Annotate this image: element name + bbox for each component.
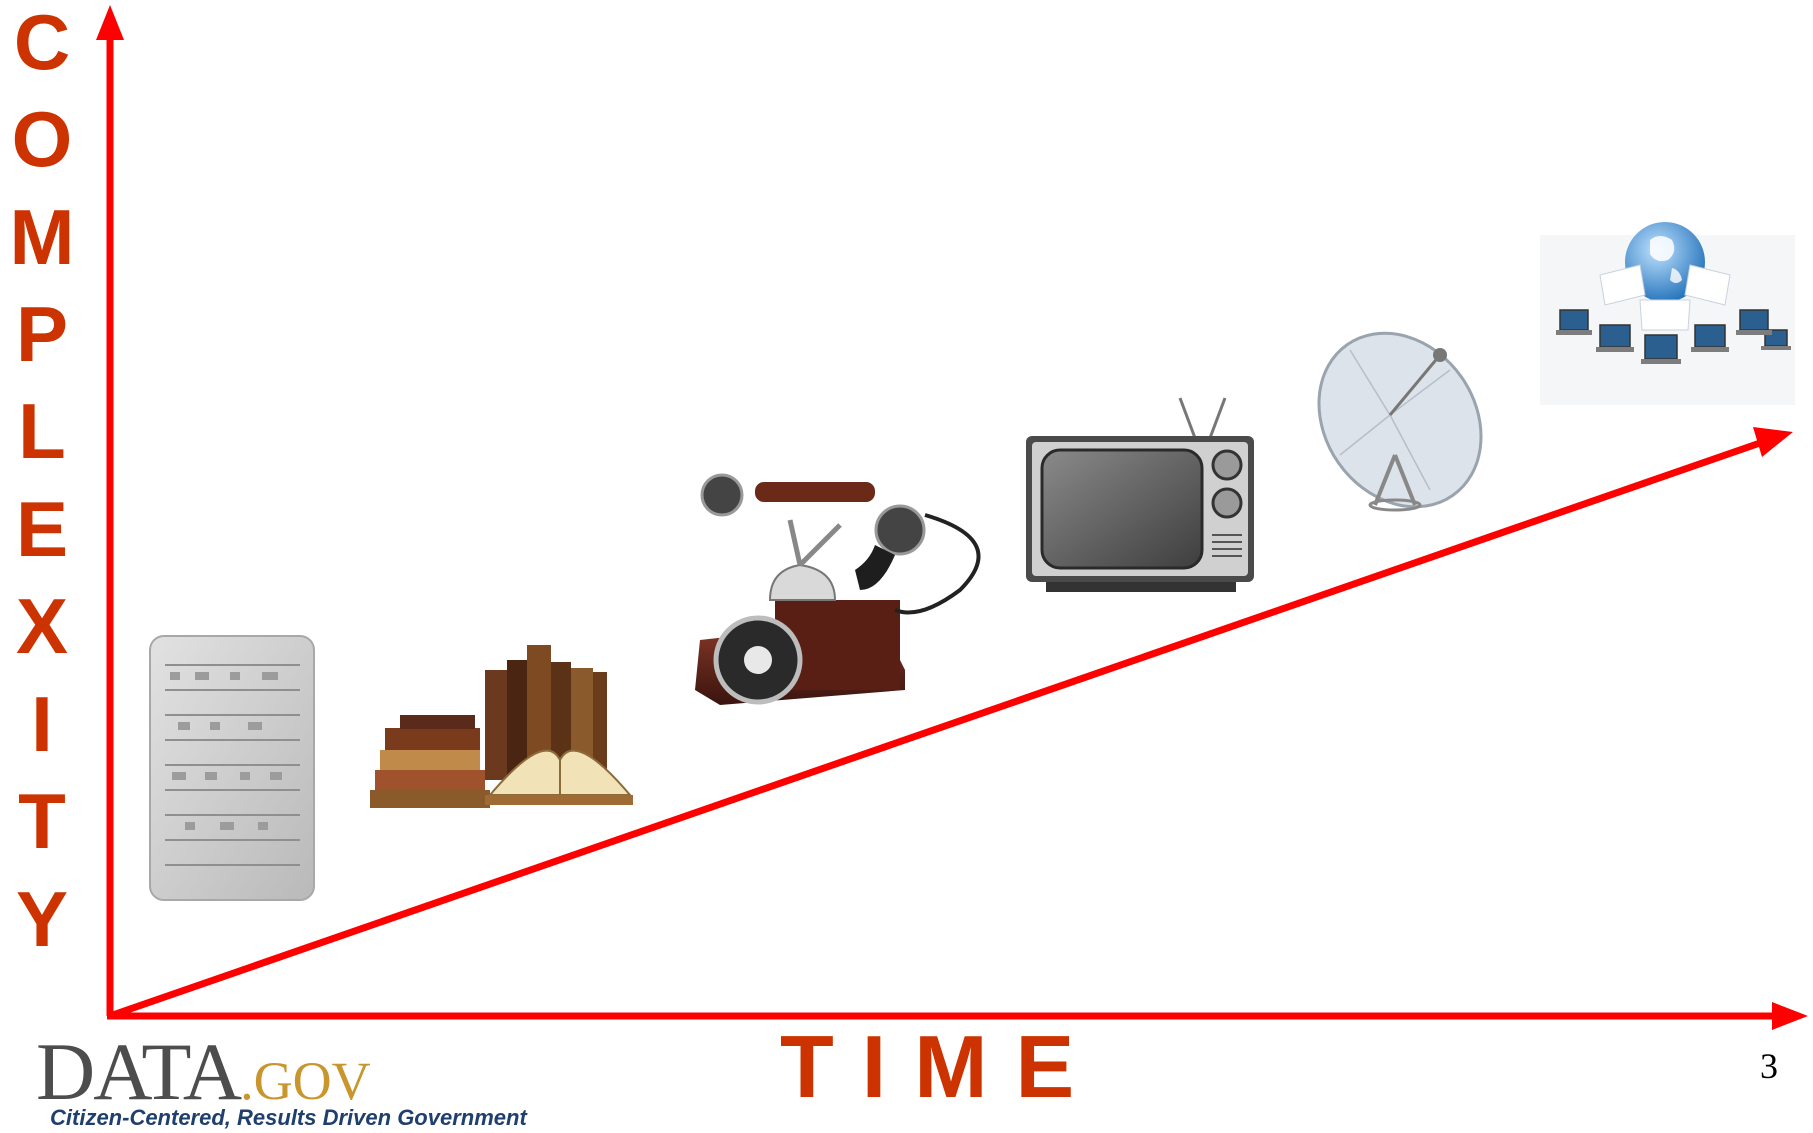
y-label-letter: X (15, 582, 69, 670)
y-label-letter: Y (15, 875, 69, 963)
clay-tablet-illustration (149, 635, 315, 901)
y-axis-arrowhead (96, 5, 124, 40)
y-label-letter: O (11, 95, 73, 183)
x-axis-arrowhead (1772, 1002, 1808, 1030)
axes (96, 5, 1808, 1030)
books-illustration (370, 645, 633, 808)
internet-globe-illustration (1540, 222, 1795, 405)
data-gov-logo: DATA.GOV (36, 1025, 371, 1119)
x-axis-label: TIME (780, 1017, 1103, 1116)
growth-line (108, 439, 1762, 1020)
growth-line-arrowhead (1753, 427, 1793, 457)
satellite-dish-illustration (1317, 331, 1483, 512)
y-label-letter: I (31, 680, 53, 768)
y-label-letter: P (15, 290, 69, 378)
y-label-letter: E (15, 485, 69, 573)
page-number: 3 (1760, 1046, 1778, 1086)
y-label-letter: M (9, 193, 75, 281)
television-illustration (1026, 397, 1254, 592)
logo-name-part: DATA (36, 1026, 242, 1117)
y-label-letter: L (18, 387, 66, 475)
logo-tagline: Citizen-Centered, Results Driven Governm… (50, 1105, 527, 1130)
logo-domain-part: .GOV (240, 1051, 371, 1111)
y-label-letter: C (13, 0, 71, 86)
y-label-letter: T (18, 777, 66, 865)
telephone-illustration (695, 473, 981, 705)
